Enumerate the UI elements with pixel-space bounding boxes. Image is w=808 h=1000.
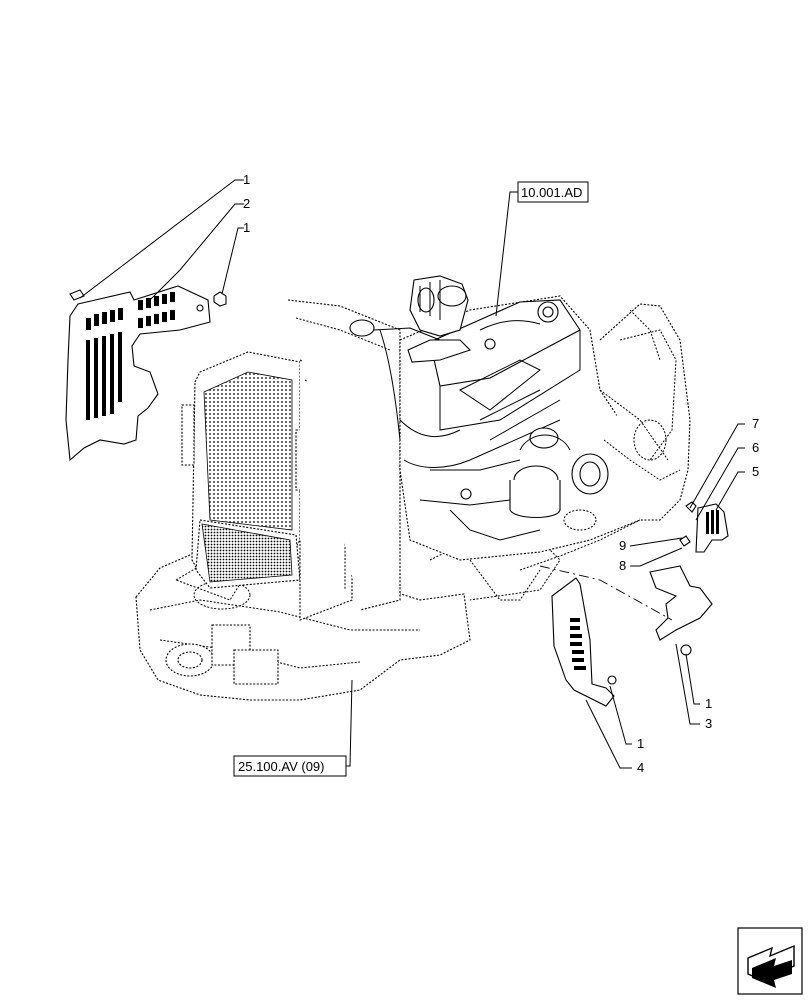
radiator-core [203, 371, 293, 531]
engine-block [349, 275, 691, 571]
callout-1-top: 1 [243, 172, 250, 187]
leader-lines [79, 179, 745, 769]
callout-5: 5 [752, 464, 759, 479]
callout-9: 9 [619, 538, 626, 553]
callout-6: 6 [752, 440, 759, 455]
frame-reference-label: 25.100.AV (09) [238, 759, 324, 774]
callout-7: 7 [752, 416, 759, 431]
engine-reference-box[interactable]: 10.001.AD [517, 181, 589, 203]
lower-grille [201, 523, 293, 583]
callout-1-bottom: 1 [637, 736, 644, 751]
part-5-shield [679, 501, 729, 553]
callout-3: 3 [705, 716, 712, 731]
frame-reference-box[interactable]: 25.100.AV (09) [233, 755, 347, 777]
part-2-shield [65, 285, 211, 462]
engine-details [379, 320, 571, 468]
callout-1-top-right: 1 [243, 220, 250, 235]
callout-8: 8 [619, 558, 626, 573]
part-4-shield [551, 577, 617, 707]
bolt-icon [69, 289, 227, 307]
arrow-icon[interactable] [737, 927, 803, 995]
callout-1-mid-right: 1 [705, 696, 712, 711]
callout-4: 4 [637, 760, 644, 775]
engine-reference-label: 10.001.AD [521, 185, 582, 200]
part-3-bracket [649, 565, 713, 656]
phantom-line [539, 565, 673, 621]
callout-2-top: 2 [243, 196, 250, 211]
